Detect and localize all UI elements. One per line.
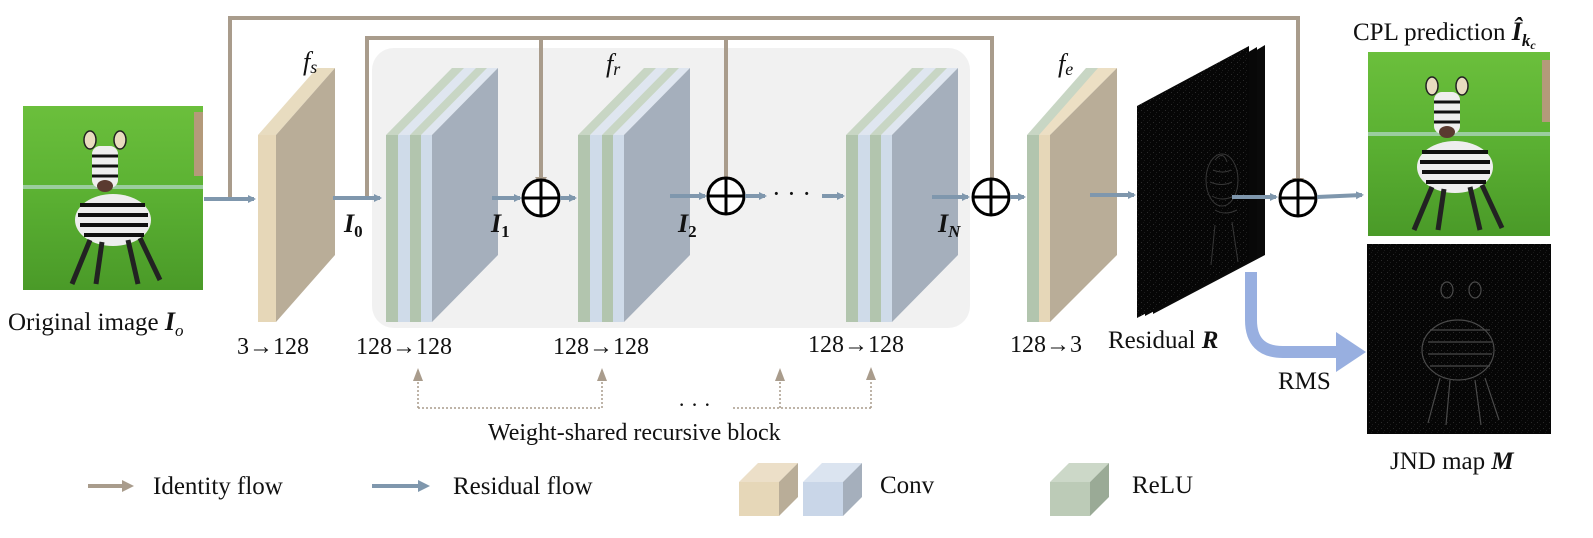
rms-arrow [1245, 272, 1366, 372]
residual-zebra-texture [1205, 153, 1239, 266]
weight-shared-arrowheads [413, 367, 876, 381]
residual-map-stack [1137, 45, 1265, 318]
legend-identity-flow: Identity flow [88, 473, 283, 500]
fe-channels: 128→3 [1010, 332, 1082, 358]
feature-label-IN: IN [937, 209, 961, 241]
recursive-block-1 [386, 68, 498, 322]
relu-green-cube-icon [1050, 463, 1109, 516]
zebra-figure [69, 130, 163, 285]
sum-node [706, 176, 746, 216]
legend-relu: ReLU [1050, 463, 1193, 516]
fe-label: fe [1058, 49, 1073, 79]
sum-node [521, 178, 561, 218]
jnd-map-image [1367, 244, 1551, 434]
cpl-prediction-image [1368, 52, 1550, 236]
jnd-label: JND map M [1390, 448, 1514, 475]
fe-slab [1027, 68, 1117, 322]
block2-channels: 128→128 [553, 334, 649, 360]
cpl-label: CPL prediction Îkc [1353, 17, 1536, 52]
fr-label: fr [606, 49, 621, 79]
legend-residual-flow: Residual flow [372, 473, 593, 500]
identity-skip-outer [228, 16, 1304, 197]
sum-node [1278, 178, 1318, 218]
feature-label-I0: I0 [343, 209, 363, 241]
original-image [23, 106, 203, 290]
svg-text:ReLU: ReLU [1132, 472, 1193, 499]
residual-arrow-icon [418, 480, 430, 492]
residual-arrow [1316, 191, 1364, 200]
weight-shared-label: Weight-shared recursive block [488, 420, 781, 446]
rms-label: RMS [1278, 368, 1331, 395]
identity-skip-inner [365, 36, 998, 197]
residual-label: Residual R [1108, 327, 1218, 354]
blockN-channels: 128→128 [808, 332, 904, 358]
fs-label: fs [303, 47, 317, 77]
legend-conv: Conv [739, 463, 935, 516]
original-image-label: Original image Io [8, 307, 184, 340]
recursive-block-2 [578, 68, 690, 322]
sum-node [971, 177, 1011, 217]
feature-label-I1: I1 [490, 209, 510, 241]
block1-channels: 128→128 [356, 334, 452, 360]
legend: Identity flow Residual flow Conv [88, 463, 1193, 516]
feature-label-I2: I2 [677, 209, 697, 241]
conv-blue-cube-icon [803, 463, 862, 516]
fs-conv-slab [258, 68, 335, 322]
svg-text:Residual flow: Residual flow [453, 473, 593, 500]
recursive-block-N [846, 68, 958, 322]
conv-beige-cube-icon [739, 463, 798, 516]
svg-text:Conv: Conv [880, 472, 935, 499]
identity-arrow-icon [122, 480, 134, 492]
weight-shared-ellipsis: · · · [678, 392, 711, 417]
svg-text:Identity flow: Identity flow [153, 473, 283, 500]
weight-shared-connector [417, 378, 872, 409]
fs-channels: 3→128 [237, 334, 309, 360]
block-ellipsis: · · · [772, 179, 811, 208]
